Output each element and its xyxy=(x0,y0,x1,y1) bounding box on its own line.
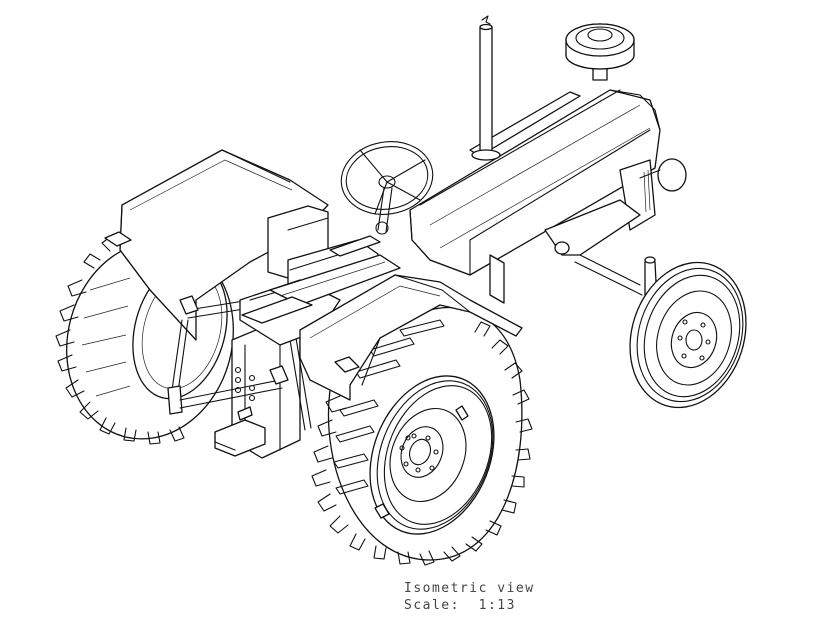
front-wheel xyxy=(629,261,747,409)
three-point-hitch xyxy=(167,295,312,459)
right-fender xyxy=(241,274,523,401)
steering-wheel xyxy=(340,141,434,235)
scale-label: Scale: 1:13 xyxy=(404,598,516,613)
view-label: Isometric view xyxy=(404,581,535,596)
exhaust-pipe xyxy=(471,15,501,161)
right-rear-tire xyxy=(311,306,533,566)
drawing-caption: Isometric view Scale: 1:13 xyxy=(404,580,535,614)
left-fender xyxy=(104,149,329,341)
air-filter-cap xyxy=(565,23,635,81)
hood xyxy=(409,89,661,304)
